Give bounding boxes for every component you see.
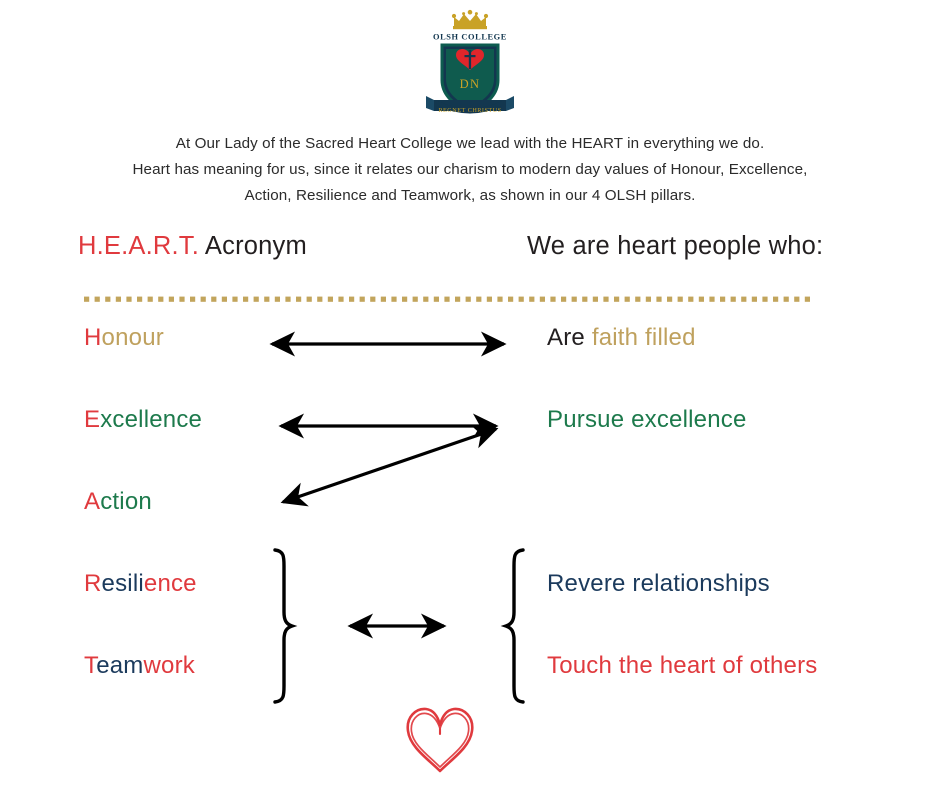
crest-motto: REGNET CHRISTUS bbox=[438, 107, 501, 114]
people-column-heading: We are heart people who: bbox=[527, 232, 824, 260]
acronym-item-resilience: Resilience bbox=[84, 572, 197, 596]
people-item-pursue-excellence: Pursue excellence bbox=[547, 406, 747, 433]
crown-icon bbox=[451, 9, 489, 30]
dotted-divider bbox=[84, 290, 816, 302]
college-logo: OLSH COLLEGE DN REGNET CHRISTUS bbox=[0, 6, 940, 124]
intro-line-3: Action, Resilience and Teamwork, as show… bbox=[244, 187, 696, 204]
heart-icon bbox=[406, 707, 474, 773]
crest-college-name: OLSH COLLEGE bbox=[433, 33, 507, 42]
acronym-column-heading: H.E.A.R.T. Acronym bbox=[78, 232, 307, 261]
acronym-item-honour: Honour bbox=[84, 326, 164, 350]
column-headings: H.E.A.R.T. Acronym We are heart people w… bbox=[0, 232, 940, 272]
hand-drawn-heart bbox=[400, 703, 480, 775]
excellence-initial: E bbox=[84, 406, 101, 433]
acronym-item-teamwork: Teamwork bbox=[84, 654, 195, 678]
faith-lead: Are bbox=[547, 324, 592, 351]
acronym-item-action: Action bbox=[84, 490, 152, 514]
acronym-heading-prefix: H.E.A.R.T. bbox=[78, 232, 200, 260]
acronym-heading-suffix: Acronym bbox=[199, 232, 307, 260]
people-item-faith-filled: Are faith filled bbox=[547, 326, 696, 350]
people-item-touch-heart: Touch the heart of others bbox=[547, 652, 818, 679]
teamwork-mid: eam bbox=[96, 652, 144, 679]
resilience-initial: R bbox=[84, 570, 102, 597]
action-rest: ction bbox=[100, 488, 152, 515]
divider-dots bbox=[84, 296, 810, 302]
left-brace bbox=[273, 548, 298, 704]
honour-rest: onour bbox=[101, 324, 164, 351]
olsh-college-crest: OLSH COLLEGE DN REGNET CHRISTUS bbox=[426, 9, 514, 114]
resilience-tail: ence bbox=[143, 570, 197, 597]
faith-value: faith filled bbox=[591, 324, 696, 351]
right-brace bbox=[500, 548, 525, 704]
action-initial: A bbox=[84, 488, 101, 515]
intro-paragraph: At Our Lady of the Sacred Heart College … bbox=[70, 131, 870, 209]
excellence-rest: xcellence bbox=[100, 406, 203, 433]
intro-line-1: At Our Lady of the Sacred Heart College … bbox=[175, 135, 765, 152]
people-item-revere-relationships: Revere relationships bbox=[547, 570, 770, 597]
crest-monogram: DN bbox=[460, 77, 481, 91]
teamwork-initial: T bbox=[84, 652, 97, 679]
motto-ribbon: REGNET CHRISTUS bbox=[426, 96, 514, 114]
sacred-heart-icon bbox=[456, 49, 484, 70]
teamwork-tail: work bbox=[143, 652, 195, 679]
resilience-mid: esili bbox=[101, 570, 144, 597]
acronym-item-excellence: Excellence bbox=[84, 408, 202, 432]
action-arrow bbox=[280, 424, 499, 507]
intro-line-2: Heart has meaning for us, since it relat… bbox=[132, 161, 808, 178]
honour-initial: H bbox=[84, 324, 102, 351]
